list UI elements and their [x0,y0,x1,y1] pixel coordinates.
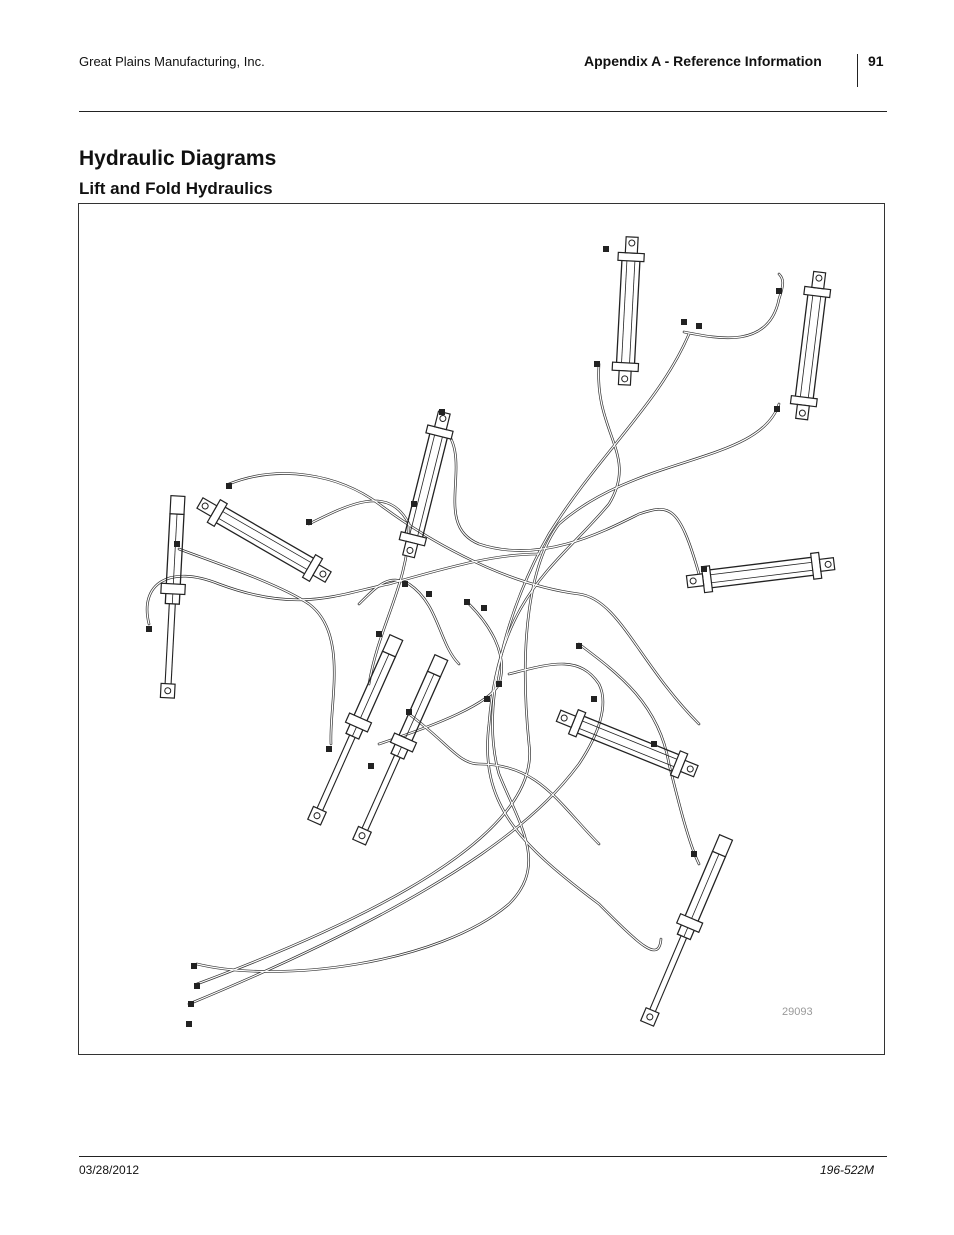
footer-rule [79,1156,887,1157]
hydraulic-diagram-figure: 29093 [78,203,885,1055]
page-title: Hydraulic Diagrams [79,147,277,170]
section-title: Appendix A - Reference Information [584,53,822,69]
header-rule [79,111,887,112]
footer-date: 03/28/2012 [79,1163,140,1177]
doc-number: 196-522M [820,1163,875,1177]
figure-id: 29093 [782,1006,813,1018]
company-name: Great Plains Manufacturing, Inc. [79,54,265,69]
page-number: 91 [868,53,884,69]
header-separator [857,54,858,87]
section-subtitle: Lift and Fold Hydraulics [79,179,273,198]
hydraulic-diagram-illustration [145,235,837,1029]
